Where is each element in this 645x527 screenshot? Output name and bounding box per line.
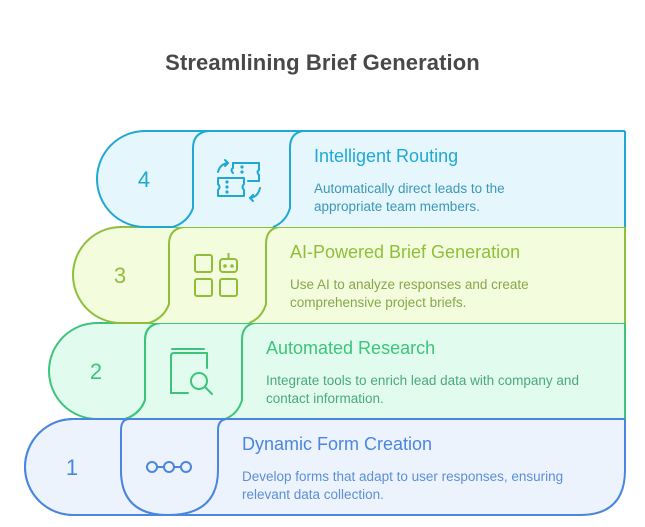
step-4-title: Intelligent Routing xyxy=(314,146,459,166)
step-2-number: 2 xyxy=(89,359,103,384)
step-2-description: Integrate tools to enrich lead data with… xyxy=(266,373,579,406)
step-4-divider xyxy=(272,130,304,228)
step-2-divider xyxy=(224,322,256,420)
step-1-outline xyxy=(24,418,626,516)
step-1-number: 1 xyxy=(65,455,79,480)
step-band-4 xyxy=(96,130,626,228)
step-1-description: Develop forms that adapt to user respons… xyxy=(242,469,564,502)
step-4-description: Automatically direct leads to the approp… xyxy=(314,181,505,214)
step-3-description: Use AI to analyze responses and create c… xyxy=(290,277,529,310)
step-3-outline-pill xyxy=(72,226,185,324)
step-4-number: 4 xyxy=(137,167,151,192)
step-2-title: Automated Research xyxy=(266,338,436,358)
diagram-title: Streamlining Brief Generation xyxy=(165,50,480,75)
step-2-outline-cell xyxy=(124,322,161,420)
connected-nodes-icon xyxy=(146,461,192,473)
step-1-text-panel xyxy=(170,419,625,515)
step-3-title: AI-Powered Brief Generation xyxy=(290,242,521,262)
step-1-title: Dynamic Form Creation xyxy=(242,434,433,454)
ticket-routing-icon xyxy=(217,159,261,202)
step-3-divider xyxy=(248,226,280,324)
book-search-icon xyxy=(170,348,213,395)
step-4-outline-pill xyxy=(96,130,209,228)
ai-grid-robot-icon xyxy=(194,253,238,297)
step-3-number: 3 xyxy=(113,263,127,288)
step-band-1 xyxy=(24,418,626,517)
step-3-fill xyxy=(73,227,625,323)
step-4-fill xyxy=(97,131,625,227)
step-2-fill xyxy=(49,323,625,419)
